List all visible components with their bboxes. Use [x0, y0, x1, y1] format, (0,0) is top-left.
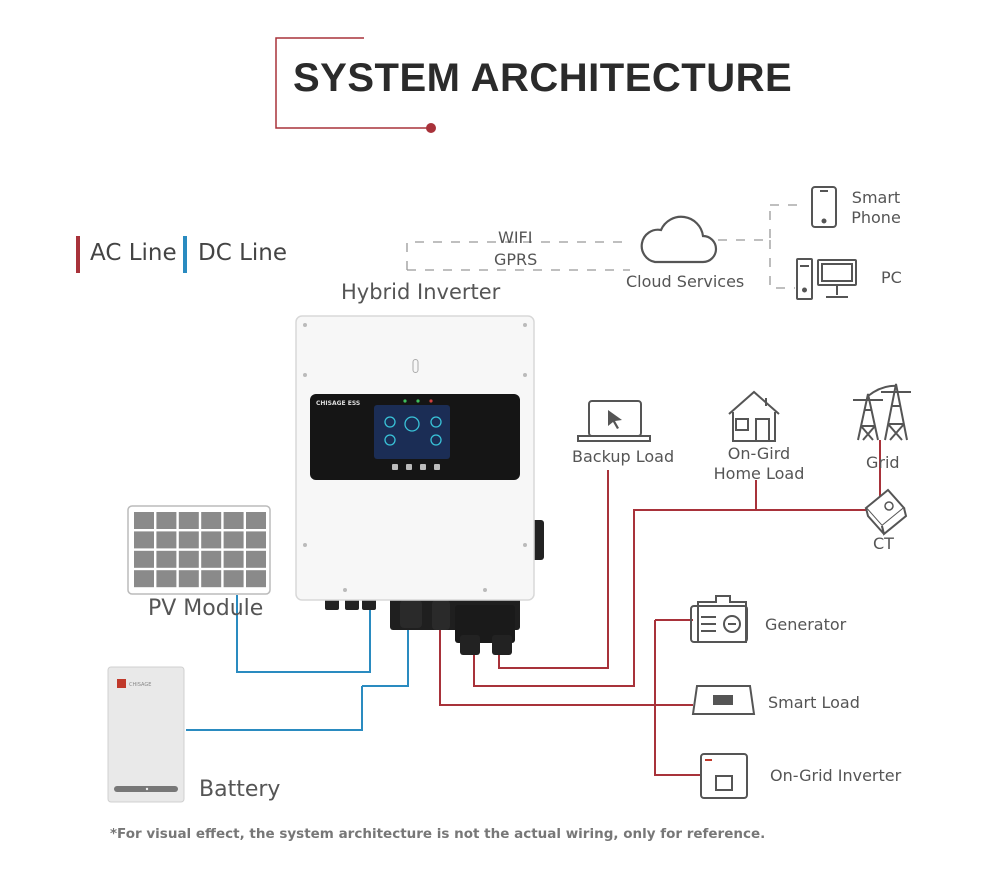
- on-grid-home-load-label: On-Gird Home Load: [709, 444, 809, 484]
- dc-lines: [186, 595, 409, 731]
- battery-label: Battery: [199, 777, 281, 802]
- pv-cell: [178, 531, 199, 549]
- pv-cell: [223, 531, 244, 549]
- grid-pylon-icon: [853, 383, 911, 441]
- pv-cell: [223, 550, 244, 568]
- dc-line-swatch: [183, 236, 187, 273]
- gprs-label: GPRS: [494, 250, 538, 269]
- pv-cell: [223, 570, 244, 588]
- backup-load-label: Backup Load: [572, 447, 675, 466]
- smart-phone-label-line2: Phone: [851, 208, 901, 227]
- on-grid-inverter-icon: [700, 753, 748, 799]
- wifi-label: WIFI: [498, 228, 533, 247]
- pv-module-icon: [127, 505, 271, 595]
- pv-cell: [134, 531, 154, 549]
- cloud-icon: [640, 215, 718, 264]
- battery-icon: CHISAGE: [107, 666, 185, 803]
- ac-line-swatch: [76, 236, 80, 273]
- page-title: SYSTEM ARCHITECTURE: [293, 56, 793, 100]
- pc-label: PC: [881, 268, 902, 287]
- title-frame: [275, 37, 436, 133]
- smart-phone-label: Smart Phone: [846, 188, 906, 228]
- dc-line-label: DC Line: [198, 240, 288, 266]
- on-grid-home-load-label-line1: On-Gird: [727, 444, 791, 463]
- pv-cell: [246, 512, 266, 529]
- pv-cell: [178, 550, 199, 568]
- pv-cell: [134, 512, 154, 529]
- pv-cell: [178, 512, 199, 529]
- communication-lines: [406, 204, 800, 289]
- pv-cell: [246, 550, 266, 568]
- smart-load-icon: [691, 685, 756, 715]
- pv-cell: [156, 531, 177, 549]
- hybrid-inverter-label: Hybrid Inverter: [341, 280, 501, 304]
- pv-cell: [134, 550, 154, 568]
- pv-cell: [156, 550, 177, 568]
- pv-cell: [223, 512, 244, 529]
- svg-text:CHISAGE: CHISAGE: [129, 682, 151, 688]
- pv-cell: [156, 512, 177, 529]
- cloud-services-label: Cloud Services: [626, 272, 745, 291]
- pv-cell: [201, 570, 222, 588]
- footnote: *For visual effect, the system architect…: [110, 826, 766, 842]
- on-grid-inverter-label: On-Grid Inverter: [770, 766, 902, 785]
- pc-icon: [796, 258, 857, 300]
- generator-label: Generator: [765, 615, 847, 634]
- pv-cell: [134, 570, 154, 588]
- generator-icon: [690, 595, 748, 643]
- laptop-icon: [577, 400, 651, 442]
- pv-cell: [201, 531, 222, 549]
- pv-cell: [156, 570, 177, 588]
- smart-load-label: Smart Load: [768, 693, 860, 712]
- smartphone-icon: [811, 186, 837, 228]
- grid-label: Grid: [866, 453, 900, 472]
- pv-cell: [201, 512, 222, 529]
- ac-line-label: AC Line: [90, 240, 177, 266]
- ct-label: CT: [873, 534, 894, 553]
- house-icon: [728, 390, 780, 442]
- pv-cell: [178, 570, 199, 588]
- pv-cell: [246, 570, 266, 588]
- hybrid-inverter-device: [295, 315, 544, 655]
- pv-module-label: PV Module: [148, 596, 264, 621]
- pv-cell: [246, 531, 266, 549]
- ct-sensor-icon: [864, 488, 908, 536]
- on-grid-home-load-label-line2: Home Load: [713, 464, 805, 483]
- smart-phone-label-line1: Smart: [851, 188, 901, 207]
- pv-cell: [201, 550, 222, 568]
- inverter-brand: CHISAGE ESS: [316, 400, 360, 407]
